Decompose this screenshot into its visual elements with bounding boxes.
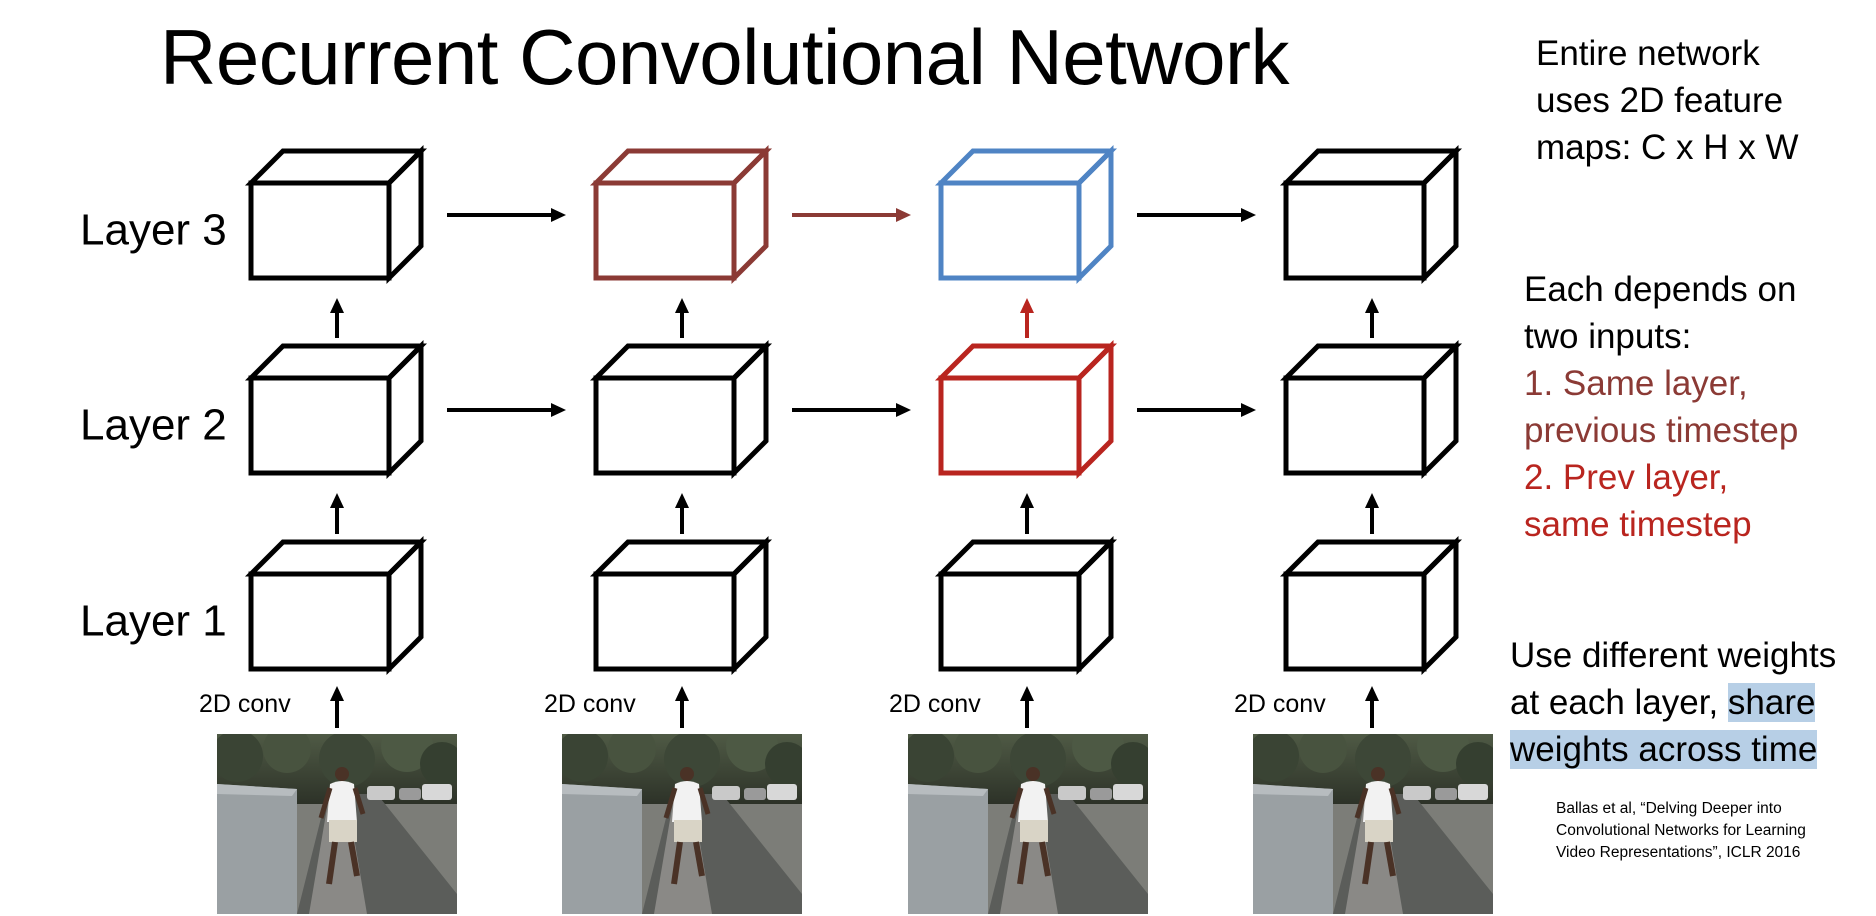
input-arrow bbox=[1365, 686, 1379, 728]
note-line: maps: C x H x W bbox=[1536, 128, 1799, 167]
note-line: uses 2D feature bbox=[1536, 81, 1784, 120]
depends-note: Each depends on two inputs: 1. Same laye… bbox=[1524, 266, 1798, 548]
running-man-frame-image bbox=[562, 734, 802, 914]
note-line: at each layer, share bbox=[1510, 679, 1836, 726]
conv-label: 2D conv bbox=[544, 690, 636, 718]
video-frame-4 bbox=[1253, 734, 1493, 914]
citation-line: Convolutional Networks for Learning bbox=[1556, 822, 1806, 839]
running-man-frame-image bbox=[908, 734, 1148, 914]
layer-up-arrow bbox=[330, 493, 344, 534]
input2-line: 2. Prev layer, bbox=[1524, 458, 1729, 497]
input2-line: same timestep bbox=[1524, 505, 1752, 544]
video-frame-3 bbox=[908, 734, 1148, 914]
feature-map-cube bbox=[589, 339, 773, 480]
prev-layer-cube bbox=[934, 339, 1118, 480]
recurrent-arrow bbox=[1137, 403, 1256, 417]
note-line: Use different weights bbox=[1510, 636, 1837, 675]
note-text: at each layer, bbox=[1510, 683, 1728, 722]
feature-map-cube bbox=[1279, 535, 1463, 676]
input-arrow bbox=[1020, 686, 1034, 728]
layer-up-arrow bbox=[330, 298, 344, 338]
highlighted-text: share bbox=[1727, 683, 1816, 722]
recurrent-arrow bbox=[447, 208, 566, 222]
feature-map-cube bbox=[244, 144, 428, 285]
layer-label: Layer 2 bbox=[80, 401, 227, 450]
layer-label: Layer 3 bbox=[80, 206, 227, 255]
layer-up-arrow bbox=[1020, 298, 1034, 338]
feature-map-cube bbox=[244, 339, 428, 480]
layer-label: Layer 1 bbox=[80, 597, 227, 646]
layer-up-arrow bbox=[675, 298, 689, 338]
recurrent-arrow bbox=[792, 208, 911, 222]
note-line: two inputs: bbox=[1524, 317, 1692, 356]
input1-line: previous timestep bbox=[1524, 411, 1799, 450]
recurrent-arrow bbox=[792, 403, 911, 417]
page-title: Recurrent Convolutional Network bbox=[160, 13, 1290, 101]
conv-label: 2D conv bbox=[199, 690, 291, 718]
video-frame-1 bbox=[217, 734, 457, 914]
recurrent-arrow bbox=[1137, 208, 1256, 222]
recurrent-arrow bbox=[447, 403, 566, 417]
input-arrow bbox=[675, 686, 689, 728]
conv-label: 2D conv bbox=[889, 690, 981, 718]
layer-up-arrow bbox=[1365, 493, 1379, 534]
conv-label: 2D conv bbox=[1234, 690, 1326, 718]
current-cube bbox=[934, 144, 1118, 285]
note-line: Entire network bbox=[1536, 34, 1760, 73]
feature-map-cube bbox=[934, 535, 1118, 676]
feature-map-cube bbox=[1279, 339, 1463, 480]
citation-line: Ballas et al, “Delving Deeper into bbox=[1556, 800, 1782, 817]
layer-up-arrow bbox=[675, 493, 689, 534]
note-line: weights across time bbox=[1510, 726, 1836, 773]
input-arrow bbox=[330, 686, 344, 728]
layer-up-arrow bbox=[1020, 493, 1034, 534]
running-man-frame-image bbox=[217, 734, 457, 914]
note-line: Each depends on bbox=[1524, 270, 1797, 309]
prev-timestep-cube bbox=[589, 144, 773, 285]
input1-line: 1. Same layer, bbox=[1524, 364, 1748, 403]
video-frame-2 bbox=[562, 734, 802, 914]
highlighted-text: weights across time bbox=[1510, 730, 1818, 769]
feature-map-cube bbox=[589, 535, 773, 676]
citation-line: Video Representations”, ICLR 2016 bbox=[1556, 844, 1801, 861]
weights-note: Use different weights at each layer, sha… bbox=[1510, 632, 1836, 773]
running-man-frame-image bbox=[1253, 734, 1493, 914]
layer-up-arrow bbox=[1365, 298, 1379, 338]
feature-map-cube bbox=[1279, 144, 1463, 285]
citation: Ballas et al, “Delving Deeper into Convo… bbox=[1556, 798, 1806, 864]
feature-maps-note: Entire network uses 2D feature maps: C x… bbox=[1536, 30, 1799, 171]
feature-map-cube bbox=[244, 535, 428, 676]
